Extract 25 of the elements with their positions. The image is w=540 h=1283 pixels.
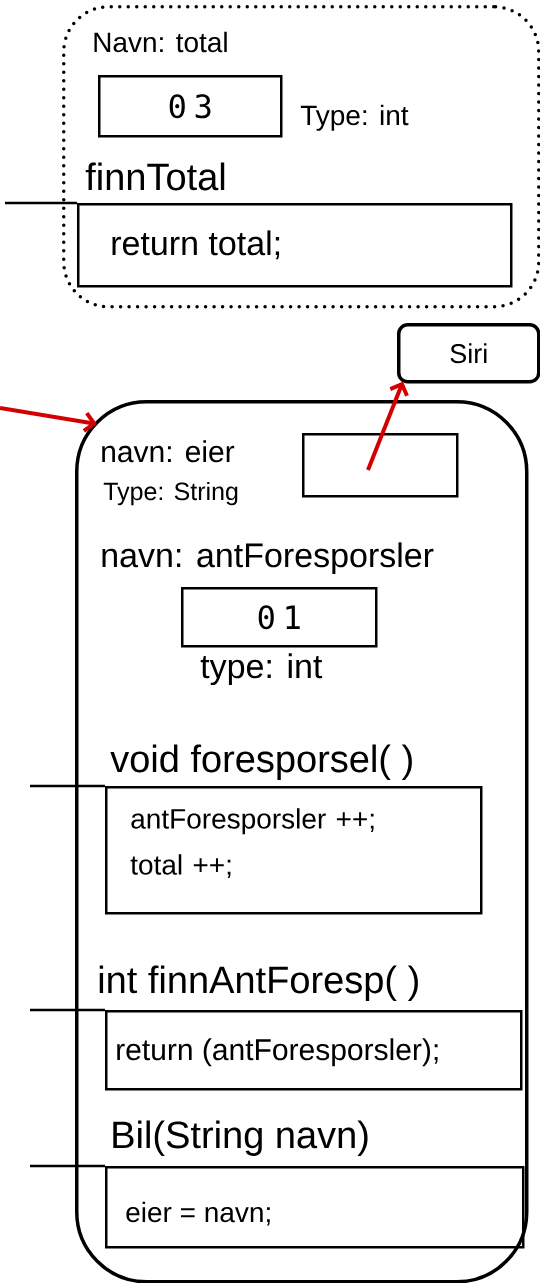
type-label: type: int [200, 653, 323, 686]
connector-line [30, 1008, 105, 1012]
type-label: Type: int [300, 104, 409, 131]
method-name: void foresporsel( ) [110, 744, 412, 780]
variable-name: Navn: total [94, 31, 227, 53]
object-frame [75, 400, 529, 1283]
method-name: int finnAntForesp( ) [99, 965, 418, 1001]
name-box: Siri [397, 323, 540, 384]
object-frame [62, 5, 540, 309]
connector-line [30, 784, 105, 788]
method-name: finnTotal [85, 162, 225, 191]
value-box: 0 1 [181, 587, 378, 648]
method-name: Bil(String navn) [113, 1120, 368, 1156]
code-box: return total; [77, 203, 513, 288]
arrow [0, 406, 97, 433]
arrow [366, 381, 409, 471]
code-box: return (antForesporsler); [105, 1010, 523, 1091]
type-label: Type: String [103, 481, 238, 506]
connector-line [30, 1164, 105, 1168]
connector-line [5, 201, 77, 205]
variable-name: navn: antForesporsler [102, 542, 434, 575]
value-box: 0 3 [98, 75, 283, 138]
code-box: antForesporsler ++; total ++; [105, 786, 483, 915]
code-box: eier = navn; [105, 1166, 525, 1249]
type-label: navn: eier [102, 440, 235, 463]
